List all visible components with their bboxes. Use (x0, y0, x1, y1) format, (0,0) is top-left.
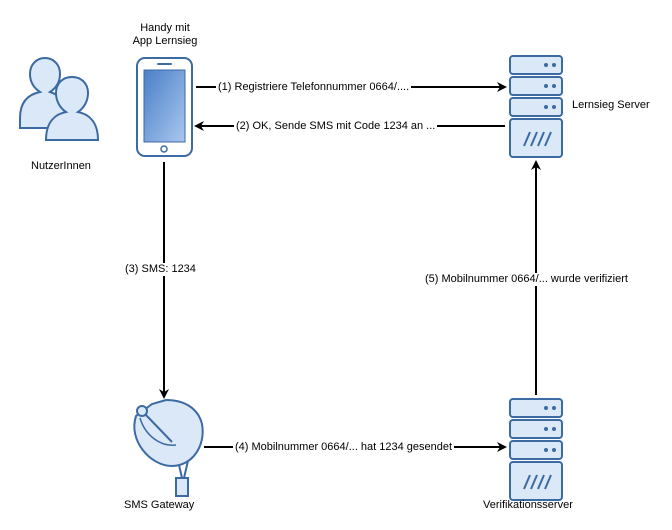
smartphone-icon (136, 57, 193, 157)
phone-label: Handy mit App Lernsieg (120, 22, 210, 48)
edge-3-label: (3) SMS: 1234 (123, 263, 198, 276)
edge-1-label: (1) Registriere Telefonnummer 0664/.... (216, 81, 412, 94)
lernsieg-server-label: Lernsieg Server (572, 99, 650, 111)
edge-5-label: (5) Mobilnummer 0664/... wurde verifizie… (423, 273, 630, 286)
satellite-dish-icon (133, 398, 204, 497)
users-label: NutzerInnen (31, 160, 91, 172)
phone-label-line2: App Lernsieg (132, 35, 198, 47)
verification-server-icon (509, 398, 563, 501)
sms-gateway-label: SMS Gateway (124, 499, 195, 511)
users-icon (19, 56, 100, 141)
edge-4-label: (4) Mobilnummer 0664/... hat 1234 gesend… (233, 441, 455, 454)
edge-2-label: (2) OK, Sende SMS mit Code 1234 an ... (234, 120, 438, 133)
lernsieg-server-icon (509, 55, 563, 158)
phone-label-line1: Handy mit (140, 22, 190, 34)
verification-server-label: Verifikationsserver (483, 499, 573, 511)
